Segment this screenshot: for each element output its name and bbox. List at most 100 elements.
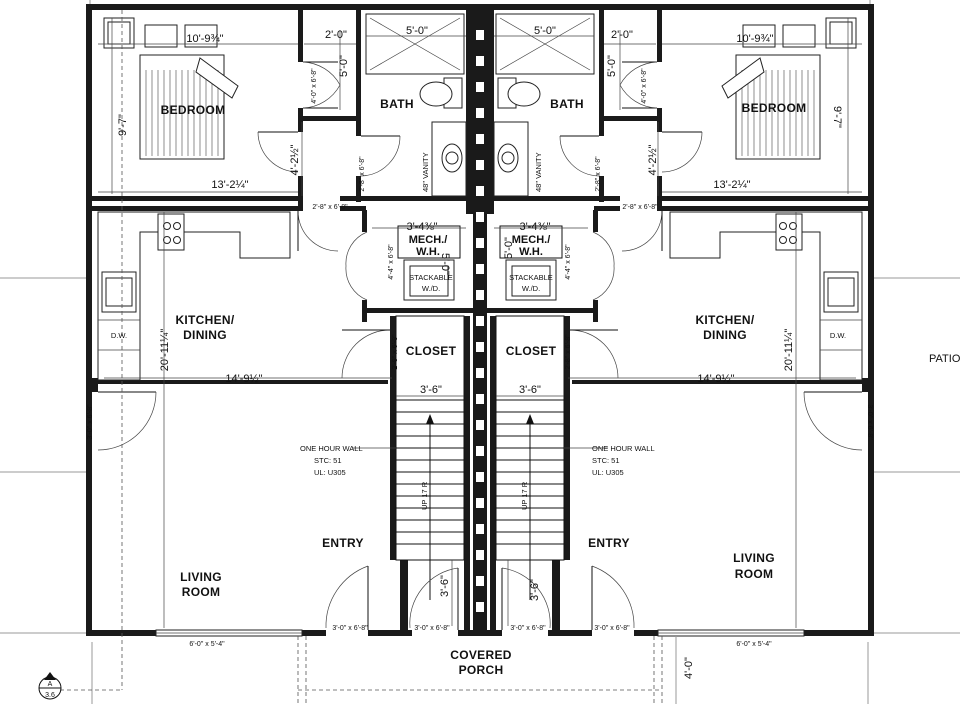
tag-window-left: 6'-0" x 5'-4"	[189, 641, 225, 648]
label-porch-2: PORCH	[459, 663, 504, 677]
label-left-stackable: STACKABLE	[409, 273, 453, 282]
label-left-room: ROOM	[182, 585, 221, 599]
tag-mech-door-left: 4'-4" x 6'-8"	[388, 244, 395, 280]
fixture-labels: D.W. D.W. 48" VANITY 48" VANITY	[111, 152, 846, 340]
fixtures	[97, 13, 863, 381]
label-dw-left: D.W.	[111, 331, 127, 340]
dim-closet-h-left: 5'-0"	[338, 55, 350, 77]
label-left-bedroom: BEDROOM	[161, 103, 226, 117]
dim-landing-right: 3'-6"	[529, 579, 541, 601]
tag-side-door-right: 3'-0" x 6'-8"	[866, 404, 873, 440]
label-vanity-left: 48" VANITY	[421, 152, 430, 192]
note-right-wall-3: UL: U305	[592, 468, 624, 477]
tag-bath-door-left: 2'-8" x 6'-8"	[359, 156, 366, 192]
dim-mech-h-left: 5'-0"	[439, 253, 451, 275]
label-right-closet: CLOSET	[506, 344, 557, 358]
tag-side-door-left: 3'-0" x 6'-8"	[87, 404, 94, 440]
label-right-mech: MECH./	[512, 234, 551, 246]
label-dw-right: D.W.	[830, 331, 846, 340]
label-right-living: LIVING	[733, 551, 775, 565]
dim-closet-w-right: 2'-0"	[611, 29, 633, 41]
dim-landing-left: 3'-6"	[439, 575, 451, 597]
dim-bath-w-right: 5'-0"	[534, 25, 556, 37]
note-left-wall-2: STC: 51	[314, 456, 342, 465]
dim-bed-total-right: 13'-2¼"	[713, 179, 750, 191]
tag-closet2-door-left: 2'-8" x 6'-8"	[392, 334, 399, 370]
label-patio: PATIO	[929, 353, 960, 365]
label-left-closet: CLOSET	[406, 344, 457, 358]
label-left-living: LIVING	[180, 570, 222, 584]
label-right-wh: W.H.	[519, 246, 543, 258]
tag-bed-door-left: 2'-8" x 6'-8"	[312, 204, 348, 211]
site-lines	[0, 0, 960, 634]
dim-bath-w-left: 5'-0"	[406, 25, 428, 37]
label-right-stackable: STACKABLE	[509, 273, 553, 282]
covered-porch	[60, 10, 869, 704]
tag-stair-door-right: 3'-0" x 6'-8"	[510, 625, 546, 632]
dim-bed-w-right: 10'-9¾"	[736, 33, 773, 45]
dim-closet-w-left: 2'-0"	[325, 29, 347, 41]
tag-mech-door-right: 4'-4" x 6'-8"	[565, 244, 572, 280]
dim-mech-h-right: 5'-0"	[503, 237, 515, 259]
note-left-wall-1: ONE HOUR WALL	[300, 444, 363, 453]
tag-stair-door-left: 3'-0" x 6'-8"	[414, 625, 450, 632]
label-left-dining: DINING	[183, 328, 227, 342]
dim-stair-w-right: 3'-6"	[519, 384, 541, 396]
dim-bed-h-left: 9'-7"	[117, 114, 129, 136]
label-porch: COVERED	[450, 648, 511, 662]
dim-bed-w-left: 10'-9¾"	[186, 33, 223, 45]
opening-tags: 4'-0" x 6'-8" 4'-0" x 6'-8" 2'-8" x 6'-8…	[87, 68, 873, 648]
label-vanity-right: 48" VANITY	[534, 152, 543, 192]
dim-mech-w-right: 3'-4⅜"	[519, 221, 550, 233]
wall-notes: ONE HOUR WALL STC: 51 UL: U305 ONE HOUR …	[300, 444, 655, 510]
tag-closet-door-left: 4'-0" x 6'-8"	[311, 68, 318, 104]
note-stair-left: UP 17 R	[420, 481, 429, 510]
dim-bed-total-left: 13'-2¼"	[211, 179, 248, 191]
note-right-wall-1: ONE HOUR WALL	[592, 444, 655, 453]
dim-hall-left: 4'-2½"	[289, 144, 301, 175]
label-left-kitchen: KITCHEN/	[175, 313, 234, 327]
dim-hall-right: 4'-2½"	[647, 144, 659, 175]
label-left-mech: MECH./	[409, 234, 448, 246]
label-left-bath: BATH	[380, 97, 414, 111]
room-labels: BEDROOM BEDROOM BATH BATH KITCHEN/ DININ…	[161, 97, 960, 677]
dim-closet-h-right: 5'-0"	[606, 55, 618, 77]
tag-window-right: 6'-0" x 5'-4"	[736, 641, 772, 648]
label-right-bath: BATH	[550, 97, 584, 111]
tag-closet-door-right: 4'-0" x 6'-8"	[641, 68, 648, 104]
dim-kitchen-w-right: 14'-9½"	[697, 373, 734, 385]
label-left-wd: W./D.	[422, 284, 440, 293]
label-left-entry: ENTRY	[322, 536, 364, 550]
dimension-text: 10'-9¾" 10'-9¾" 9'-7" 9'-7" 13'-2¼" 13'-…	[117, 25, 843, 679]
section-tag-letter: A	[48, 681, 53, 688]
tag-entry-door-left: 3'-0" x 6'-8"	[332, 625, 368, 632]
dim-kitchen-h-right: 20'-11¼"	[783, 329, 795, 372]
tag-bath-door-right: 2'-8" x 6'-8"	[595, 156, 602, 192]
stairs	[395, 315, 565, 600]
label-right-bedroom: BEDROOM	[742, 101, 807, 115]
tag-entry-door-right: 3'-0" x 6'-8"	[594, 625, 630, 632]
label-right-kitchen: KITCHEN/	[695, 313, 754, 327]
section-tag-sheet: 3.6	[45, 692, 55, 699]
dim-bed-h-right: 9'-7"	[831, 106, 843, 128]
label-right-room: ROOM	[735, 567, 774, 581]
tag-bed-door-right: 2'-8" x 6'-8"	[622, 204, 658, 211]
doors	[97, 61, 863, 630]
dim-kitchen-h-left: 20'-11¼"	[159, 329, 171, 372]
walls	[86, 4, 874, 637]
label-left-wh: W.H.	[416, 246, 440, 258]
dimension-lines	[98, 18, 862, 628]
label-right-wd: W./D.	[522, 284, 540, 293]
label-right-entry: ENTRY	[588, 536, 630, 550]
section-tag: A 3.6	[38, 672, 62, 700]
dim-kitchen-w-left: 14'-9½"	[225, 373, 262, 385]
tag-closet2-door-right: 2'-8" x 6'-8"	[565, 334, 572, 370]
dim-stair-w-left: 3'-6"	[420, 384, 442, 396]
note-left-wall-3: UL: U305	[314, 468, 346, 477]
dim-porch-depth: 4'-0"	[683, 657, 695, 679]
note-right-wall-2: STC: 51	[592, 456, 620, 465]
dim-mech-w-left: 3'-4⅜"	[406, 221, 437, 233]
note-stair-right: UP 17 R	[520, 481, 529, 510]
label-right-dining: DINING	[703, 328, 747, 342]
